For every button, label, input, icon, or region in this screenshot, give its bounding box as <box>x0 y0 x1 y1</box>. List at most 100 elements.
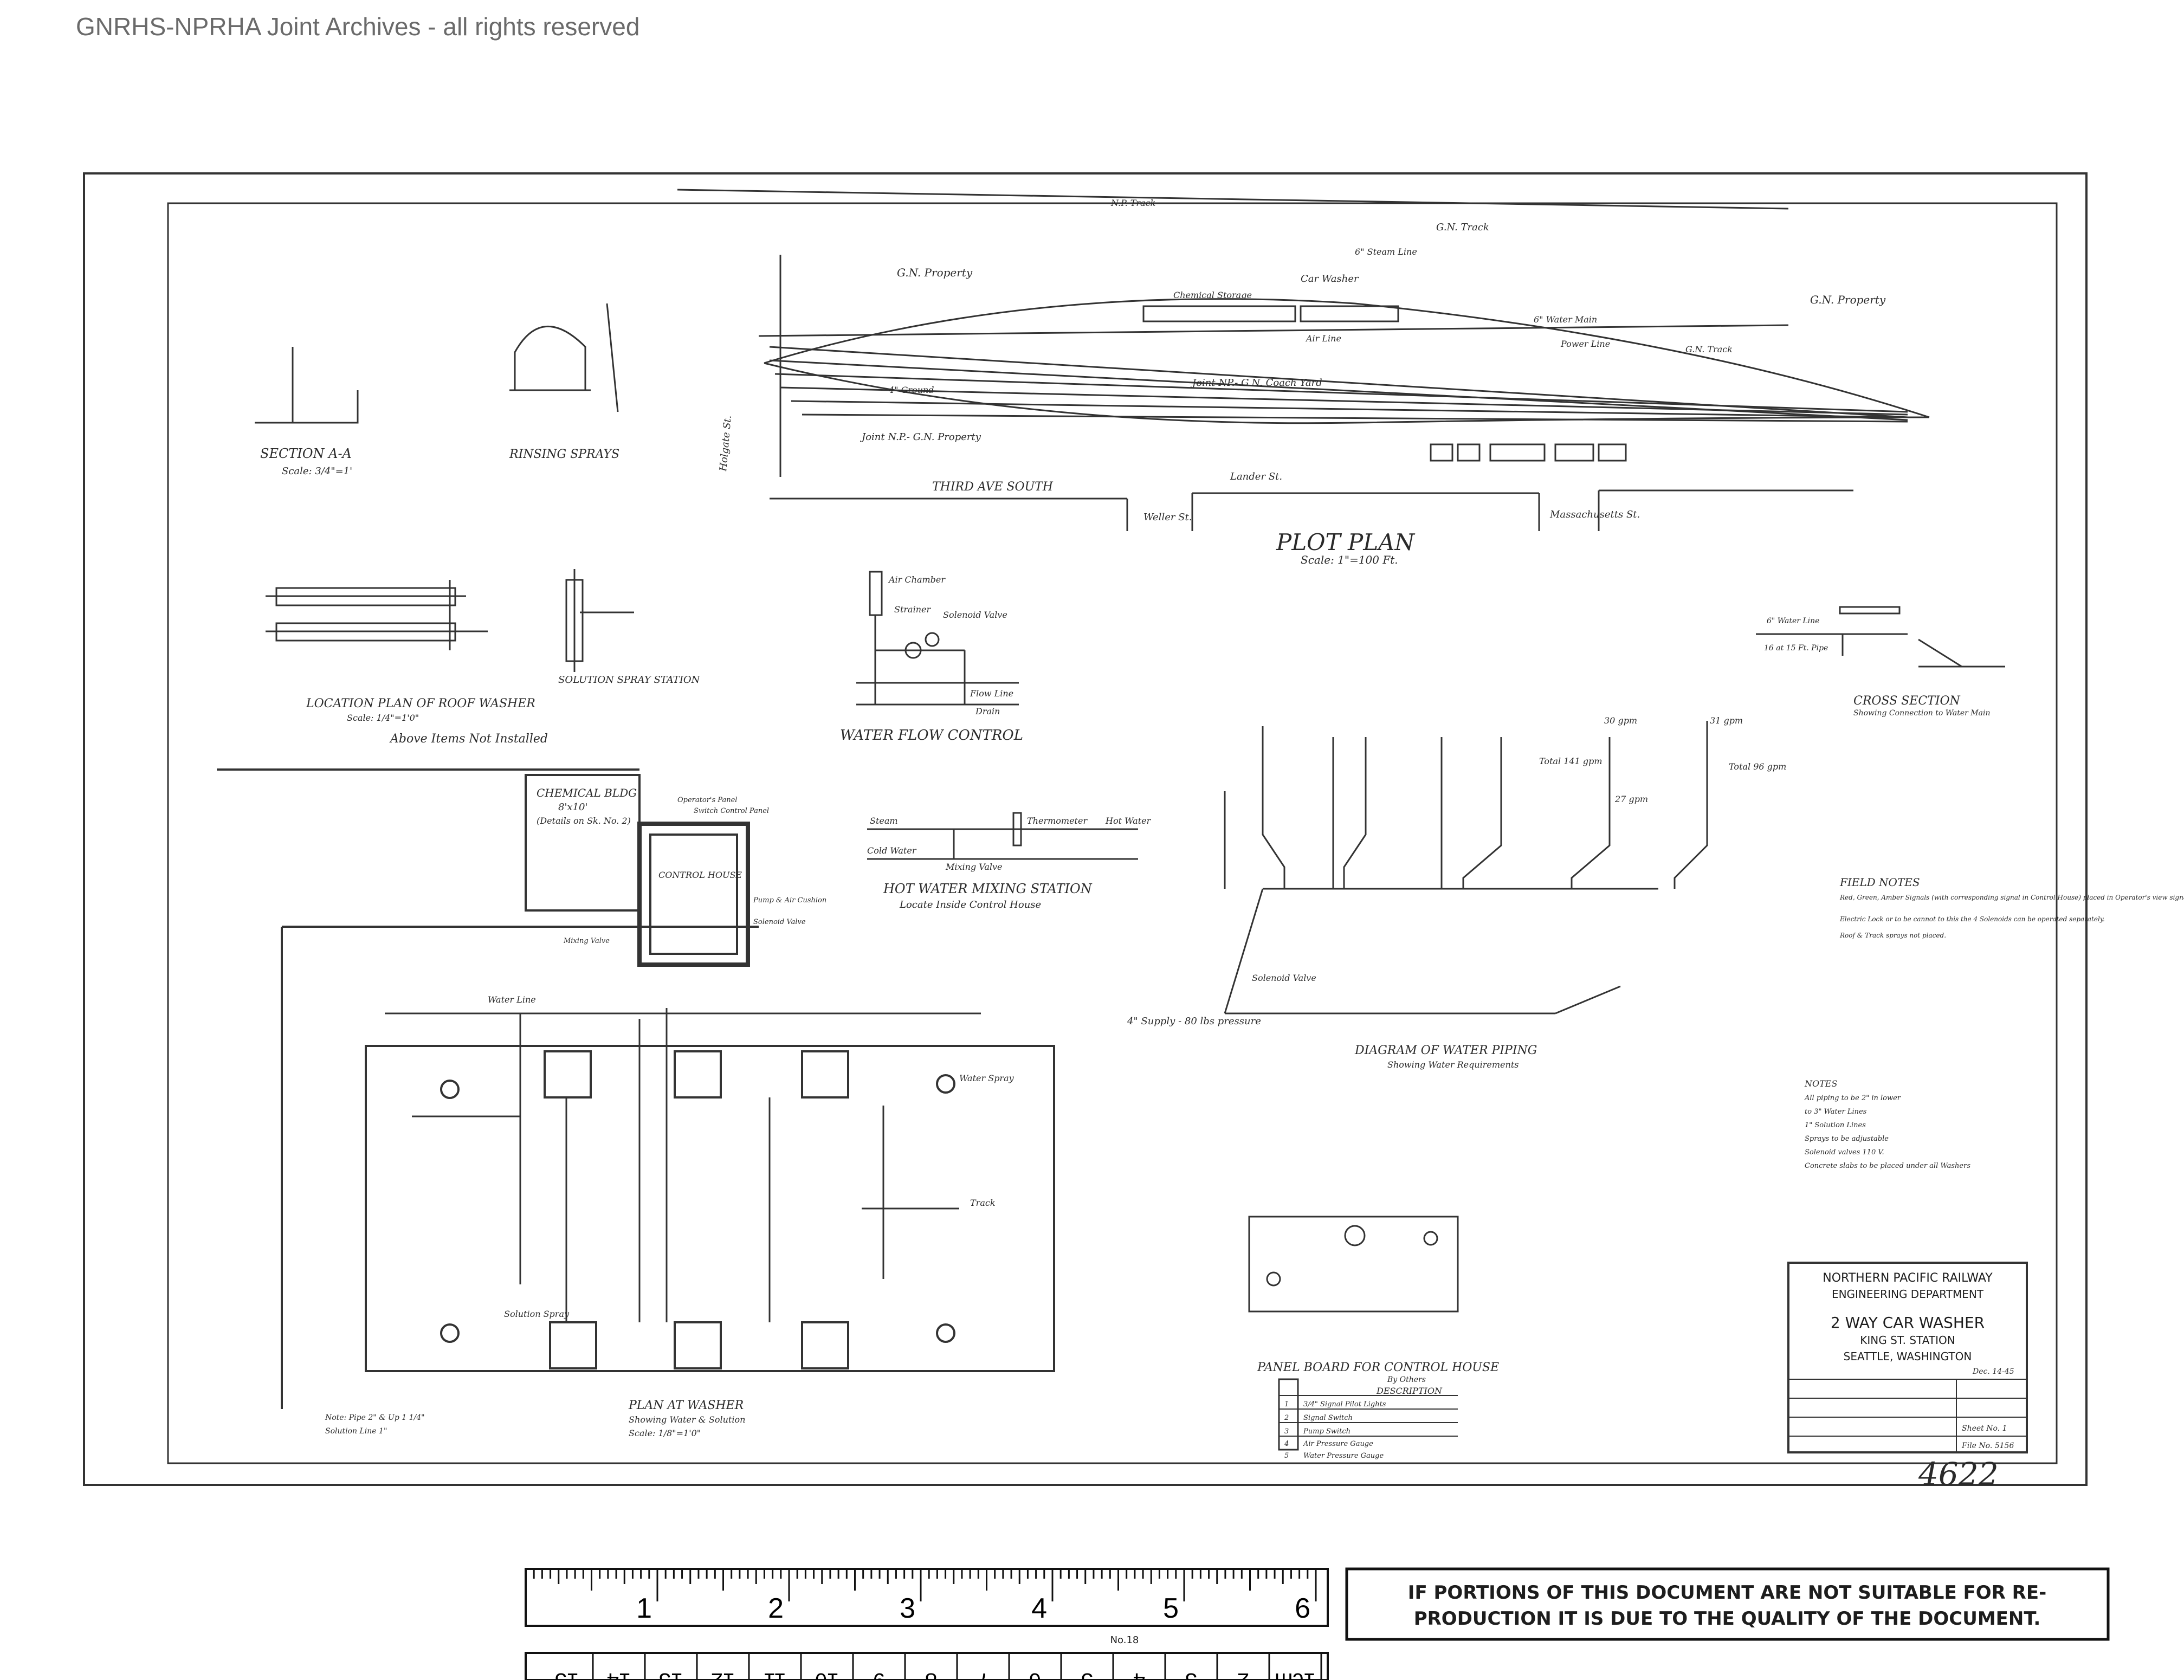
pipe-label-6: Solenoid Valve <box>1252 973 1316 983</box>
roof-washer-scale: Scale: 1/4"=1'0" <box>347 713 419 723</box>
weller-st-label: Weller St. <box>1143 512 1192 523</box>
air-line-label: Air Line <box>1305 333 1341 344</box>
notes-line-3: 1" Solution Lines <box>1805 1121 1866 1129</box>
coach-yard-label: Joint NP.- G.N. Coach Yard <box>1190 377 1322 389</box>
paw-note-2: Solution Line 1" <box>325 1427 387 1436</box>
ruler-cm-label: 9 <box>873 1669 885 1680</box>
paw-note-1: Note: Pipe 2" & Up 1 1/4" <box>325 1413 425 1422</box>
np-track-label: N.P. Track <box>1110 198 1155 208</box>
plan-at-washer-title: PLAN AT WASHER <box>628 1399 744 1412</box>
notes-line-1: All piping to be 2" in lower <box>1804 1094 1901 1102</box>
hwm-label-1: Steam <box>870 816 898 826</box>
ruler-cm-label: 8 <box>925 1669 937 1680</box>
section-aa-title: SECTION A-A <box>260 446 352 461</box>
roof-washer-title: LOCATION PLAN OF ROOF WASHER <box>306 697 535 710</box>
plot-plan <box>677 189 1930 531</box>
ruler-cm-label: 4 <box>1133 1669 1145 1680</box>
legend-no-3: 3 <box>1284 1427 1289 1436</box>
title-block-text: NORTHERN PACIFIC RAILWAY ENGINEERING DEP… <box>1823 1271 2014 1450</box>
holgate-st-label: Holgate St. <box>718 415 734 473</box>
notes-title: NOTES <box>1804 1078 1837 1089</box>
legend-no-2: 2 <box>1284 1414 1289 1422</box>
wfc-label-1: Air Chamber <box>888 574 946 585</box>
legend-desc-3: Pump Switch <box>1303 1427 1351 1436</box>
hot-water-mixing-diagram <box>867 812 1138 860</box>
title-file: File No. 5156 <box>1961 1442 2014 1450</box>
pipe-label-1: 30 gpm <box>1604 715 1637 726</box>
legend-no-4: 4 <box>1284 1440 1289 1448</box>
gn-track-label-2: G.N. Track <box>1685 344 1733 354</box>
wfc-label-4: Flow Line <box>970 688 1013 699</box>
title-block <box>1787 1262 2028 1453</box>
pipe-label-7: 4" Supply - 80 lbs pressure <box>1127 1016 1261 1027</box>
cross-section <box>1756 606 2005 668</box>
panel-board <box>1248 1216 1459 1451</box>
ruler-inch-label: 5 <box>1163 1593 1179 1624</box>
wfc-label-2: Strainer <box>894 604 931 615</box>
chemical-building-labels: CHEMICAL BLDG 8'x10' (Details on Sk. No.… <box>537 786 826 945</box>
hot-water-mixing-subtitle: Locate Inside Control House <box>899 899 1041 910</box>
roof-washer-plan <box>266 569 634 672</box>
disclaimer-line-2: PRODUCTION IT IS DUE TO THE QUALITY OF T… <box>1414 1608 2041 1630</box>
hwm-label-2: Cold Water <box>867 845 917 856</box>
field-note-1: Red, Green, Amber Signals (with correspo… <box>1839 894 2184 901</box>
notes-line-5: Solenoid valves 110 V. <box>1805 1148 1884 1156</box>
paw-label-1: Water Spray <box>959 1073 1015 1083</box>
plan-at-washer <box>365 1008 1055 1372</box>
plan-at-washer-scale: Scale: 1/8"=1'0" <box>629 1428 701 1438</box>
hwm-label-5: Hot Water <box>1105 816 1152 826</box>
water-main-label: 6" Water Main <box>1534 314 1597 325</box>
third-ave-label: THIRD AVE SOUTH <box>932 480 1054 494</box>
steam-line-label: 6" Steam Line <box>1355 247 1417 257</box>
chemical-storage-label: Chemical Storage <box>1173 290 1252 300</box>
chemical-building <box>217 768 759 1409</box>
ground-label: 4" Ground <box>888 385 934 395</box>
ruler-cm-label: 7 <box>977 1669 989 1680</box>
title-subject: 2 WAY CAR WASHER <box>1831 1314 1985 1332</box>
hot-water-mixing-title: HOT WATER MIXING STATION <box>883 881 1093 896</box>
field-note-3: Roof & Track sprays not placed. <box>1839 932 1946 939</box>
ruler-cm-label: 14 <box>607 1669 631 1680</box>
lander-st-label: Lander St. <box>1230 471 1282 482</box>
rinsing-sprays-title: RINSING SPRAYS <box>509 448 619 461</box>
cross-section-title: CROSS SECTION <box>1853 694 1961 708</box>
water-flow-control-title: WATER FLOW CONTROL <box>840 727 1023 744</box>
hwm-label-3: Mixing Valve <box>945 862 1003 872</box>
disclaimer-stamp: IF PORTIONS OF THIS DOCUMENT ARE NOT SUI… <box>1345 1567 2110 1641</box>
wfc-label-3: Solenoid Valve <box>943 610 1007 620</box>
paw-label-4: Water Line <box>488 994 536 1005</box>
legend-no-1: 1 <box>1284 1400 1289 1408</box>
ruler-cm-label: 12 <box>711 1669 735 1680</box>
notes-line-2: to 3" Water Lines <box>1805 1108 1867 1116</box>
field-notes-title: FIELD NOTES <box>1839 876 1920 889</box>
ruler-cm-label: 10 <box>815 1669 839 1680</box>
section-aa <box>255 303 619 424</box>
panel-board-legend: 1 3/4" Signal Pilot Lights 2 Signal Swit… <box>1284 1400 1386 1460</box>
plan-at-washer-subtitle: Showing Water & Solution <box>629 1414 745 1425</box>
chemical-bldg-note: (Details on Sk. No. 2) <box>537 816 631 826</box>
ruler-cm-label: 2 <box>1237 1669 1249 1680</box>
disclaimer-line-1: IF PORTIONS OF THIS DOCUMENT ARE NOT SUI… <box>1408 1582 2046 1604</box>
ruler-cm-label: 5 <box>1081 1669 1093 1680</box>
massachusetts-st-label: Massachusetts St. <box>1549 509 1640 520</box>
paw-label-2: Solution Spray <box>504 1309 570 1319</box>
cross-section-label-1: 6" Water Line <box>1767 617 1819 625</box>
piping-diagram-title: DIAGRAM OF WATER PIPING <box>1354 1044 1537 1057</box>
notes-line-6: Concrete slabs to be placed under all Wa… <box>1805 1162 1970 1170</box>
legend-no-5: 5 <box>1284 1452 1289 1460</box>
ruler-cm-label: 3 <box>1185 1669 1197 1680</box>
field-notes: FIELD NOTES Red, Green, Amber Signals (w… <box>1839 876 2184 939</box>
ruler-inch-label: 1 <box>636 1593 652 1624</box>
title-date: Dec. 14-45 <box>1972 1367 2014 1376</box>
title-company: NORTHERN PACIFIC RAILWAY <box>1823 1271 1993 1285</box>
legend-desc-5: Water Pressure Gauge <box>1303 1452 1384 1460</box>
section-aa-scale: Scale: 3/4"=1' <box>282 466 352 477</box>
ruler-inch-label: 6 <box>1295 1593 1310 1624</box>
title-sheet: Sheet No. 1 <box>1962 1424 2007 1433</box>
drawing-frame <box>83 172 2088 1486</box>
joint-property-label: Joint N.P.- G.N. Property <box>860 431 981 443</box>
title-department: ENGINEERING DEPARTMENT <box>1832 1288 1984 1301</box>
